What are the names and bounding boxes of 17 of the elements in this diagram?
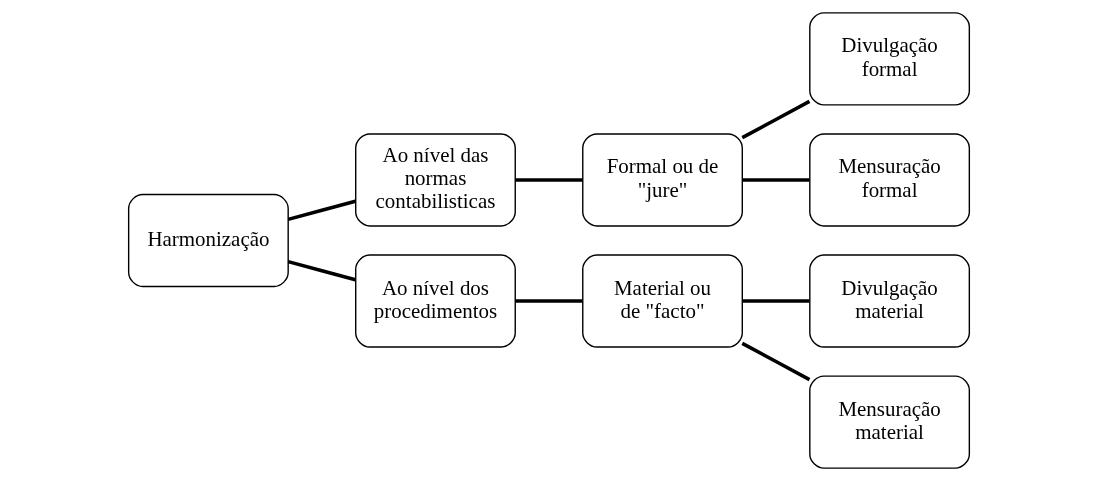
node-box: Divulgação material [809,254,971,348]
connector [741,341,811,382]
connector [742,299,810,303]
connector [287,199,356,221]
node-box: Mensuração material [809,375,971,469]
node-box: Material ou de "facto" [582,254,743,348]
node-box: Mensuração formal [809,133,971,227]
connector [287,260,356,282]
node-box: Ao nível dos procedimentos [355,254,516,348]
connector [515,299,583,303]
connector [741,99,811,140]
node-box: Harmonização [127,193,289,288]
node-box: Divulgação formal [809,12,971,106]
connector [742,178,810,182]
node-box: Ao nível das normas contabilisticas [355,133,516,227]
connector [515,178,583,182]
node-box: Formal ou de "jure" [582,133,743,227]
